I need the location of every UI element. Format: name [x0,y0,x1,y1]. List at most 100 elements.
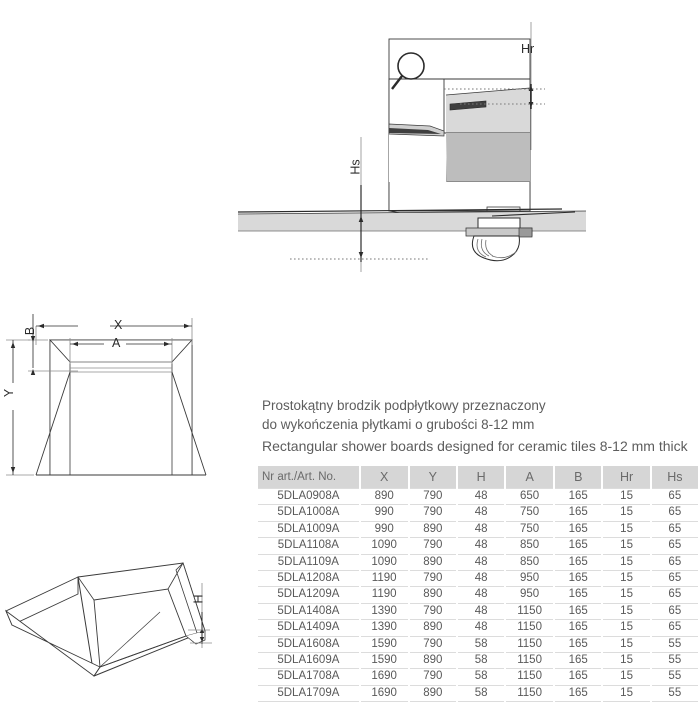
table-header-row: Nr art./Art. No. X Y H A B Hr Hs [258,466,698,488]
cell-value: 890 [409,652,457,668]
h-dimension [188,583,212,648]
column-header-h: H [458,466,505,488]
hs-dimension [290,137,430,272]
cell-value: 58 [458,668,505,684]
cell-art-no: 5DLA1408A [258,602,359,619]
hr-label: Hr [521,42,535,56]
cell-value: 65 [651,553,698,570]
cell-value: 48 [458,602,505,619]
cell-value: 990 [360,504,408,520]
cell-value: 15 [603,537,650,553]
drain-assembly [465,217,533,262]
caption-english: Rectangular shower boards designed for c… [262,438,688,454]
cell-value: 790 [409,537,457,553]
cell-value: 850 [506,553,553,570]
cell-value: 1150 [506,602,553,619]
cell-value: 58 [458,635,505,652]
cell-value: 15 [603,586,650,602]
cell-value: 1390 [360,619,408,635]
cell-value: 950 [506,586,553,602]
x-label: X [114,318,123,332]
cell-value: 15 [603,652,650,668]
cell-value: 48 [458,619,505,635]
cell-value: 58 [458,652,505,668]
magnifier-icon [391,52,425,90]
cell-art-no: 5DLA1209A [258,586,359,602]
cell-value: 890 [409,619,457,635]
cell-value: 165 [555,668,602,684]
column-header-hr: Hr [603,466,650,488]
cell-value: 15 [603,570,650,586]
cell-value: 15 [603,520,650,537]
cell-value: 48 [458,488,505,504]
plan-elevation-view [35,338,207,476]
cell-value: 990 [360,520,408,537]
column-header-hs: Hs [651,466,698,488]
callout-leader [388,206,531,230]
cell-value: 15 [603,668,650,684]
cell-value: 165 [555,684,602,702]
y-dimension [6,339,34,476]
cell-value: 165 [555,586,602,602]
cell-value: 48 [458,537,505,553]
cell-value: 165 [555,602,602,619]
cell-value: 750 [506,504,553,520]
cell-value: 1150 [506,668,553,684]
cell-value: 790 [409,602,457,619]
cell-value: 55 [651,635,698,652]
cell-value: 58 [458,684,505,702]
cell-value: 790 [409,668,457,684]
cell-value: 790 [409,504,457,520]
column-header-b: B [555,466,602,488]
cell-value: 165 [555,520,602,537]
a-label: A [112,336,121,350]
cell-value: 48 [458,586,505,602]
cell-value: 1150 [506,684,553,702]
cell-value: 890 [360,488,408,504]
cell-value: 1590 [360,652,408,668]
b-label: B [23,326,38,336]
cell-value: 165 [555,553,602,570]
detail-callout-box [388,38,531,212]
cell-value: 1190 [360,570,408,586]
cell-value: 65 [651,570,698,586]
column-header-a: A [506,466,553,488]
cell-value: 65 [651,537,698,553]
cell-value: 48 [458,504,505,520]
cell-value: 165 [555,488,602,504]
cell-value: 165 [555,619,602,635]
cell-art-no: 5DLA1409A [258,619,359,635]
cell-value: 850 [506,537,553,553]
cell-value: 65 [651,488,698,504]
cell-value: 65 [651,619,698,635]
cell-value: 55 [651,668,698,684]
cell-value: 48 [458,570,505,586]
cell-value: 790 [409,635,457,652]
cell-value: 750 [506,520,553,537]
y-label: Y [2,388,17,398]
cell-value: 1090 [360,537,408,553]
cell-value: 48 [458,553,505,570]
cell-value: 55 [651,684,698,702]
h-label: H [191,594,206,604]
cell-art-no: 5DLA1008A [258,504,359,520]
cell-value: 15 [603,504,650,520]
cell-value: 650 [506,488,553,504]
a-dimension [69,338,173,364]
cell-value: 890 [409,553,457,570]
cell-value: 165 [555,570,602,586]
cell-value: 1190 [360,586,408,602]
cell-value: 165 [555,652,602,668]
cell-value: 15 [603,488,650,504]
